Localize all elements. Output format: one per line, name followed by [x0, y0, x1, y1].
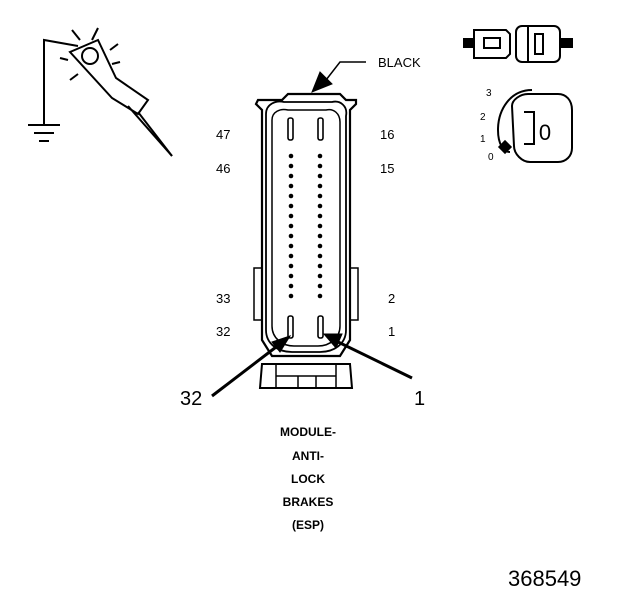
caption-line-2: ANTI-: [292, 449, 324, 463]
pin-hole: [317, 183, 323, 189]
pin-hole: [288, 233, 294, 239]
pin-hole: [288, 263, 294, 269]
pin-hole: [288, 223, 294, 229]
pin-hole: [288, 213, 294, 219]
pin-hole: [317, 253, 323, 259]
caption-line-1: MODULE-: [280, 425, 336, 439]
pin-label-46: 46: [216, 161, 230, 176]
pin-hole: [288, 183, 294, 189]
color-label: BLACK: [378, 55, 421, 70]
pin-label-2: 2: [388, 291, 395, 306]
pin-label-33: 33: [216, 291, 230, 306]
pin-grid: [288, 153, 323, 299]
pin-hole: [288, 253, 294, 259]
pin-hole: [288, 243, 294, 249]
ignition-switch-icon: 0 3 2 1 0: [480, 88, 573, 163]
pin-hole: [317, 283, 323, 289]
ignition-key-text: 0: [539, 120, 551, 145]
pin-hole: [317, 273, 323, 279]
pin-hole: [317, 233, 323, 239]
ignition-pos-0: 0: [488, 152, 494, 163]
pin-hole: [288, 153, 294, 159]
pin-hole: [317, 193, 323, 199]
pin-hole: [317, 213, 323, 219]
pin-hole: [317, 223, 323, 229]
pin-hole: [317, 173, 323, 179]
ignition-pos-1: 1: [480, 134, 486, 145]
pin-label-47: 47: [216, 127, 230, 142]
callout-arrows: [211, 333, 413, 398]
pin-hole: [317, 153, 323, 159]
pin-hole: [288, 193, 294, 199]
caption-line-5: (ESP): [292, 518, 324, 532]
pin-label-1: 1: [388, 324, 395, 339]
pin-hole: [317, 163, 323, 169]
test-probe-icon: [28, 27, 173, 157]
callout-1: 1: [414, 388, 425, 410]
pin-hole: [288, 283, 294, 289]
ignition-pos-3: 3: [486, 88, 492, 99]
pin-label-32: 32: [216, 324, 230, 339]
callout-32: 32: [180, 388, 202, 410]
caption-line-4: BRAKES: [283, 495, 334, 509]
pin-hole: [317, 263, 323, 269]
pin-label-16: 16: [380, 127, 394, 142]
connector-pair-icon: [463, 25, 573, 63]
pin-hole: [317, 293, 323, 299]
pin-label-15: 15: [380, 161, 394, 176]
pin-hole: [317, 203, 323, 209]
pin-hole: [288, 273, 294, 279]
pin-hole: [288, 163, 294, 169]
connector-face: [253, 92, 359, 389]
pin-hole: [288, 203, 294, 209]
ignition-pos-2: 2: [480, 112, 486, 123]
pin-hole: [288, 173, 294, 179]
color-leader: [311, 61, 366, 93]
caption-line-3: LOCK: [291, 472, 325, 486]
pin-hole: [317, 243, 323, 249]
pin-hole: [288, 293, 294, 299]
figure-number: 368549: [508, 566, 581, 591]
